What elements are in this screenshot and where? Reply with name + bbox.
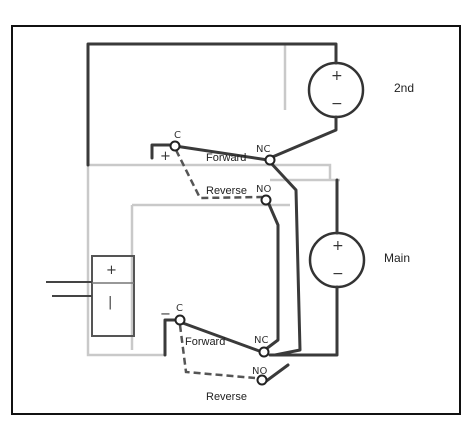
battery-minus-label: | bbox=[108, 295, 112, 310]
terminals bbox=[169, 140, 276, 386]
diagram-frame bbox=[11, 25, 461, 415]
reverse-throws bbox=[174, 149, 263, 380]
terminal-top-c bbox=[169, 140, 181, 152]
terminal-bottom-no bbox=[256, 374, 268, 386]
terminal-top-no bbox=[260, 194, 272, 206]
motor-second-minus: − bbox=[331, 96, 343, 112]
switch-bottom-reverse-label: Reverse bbox=[206, 391, 247, 403]
motor-main-minus: − bbox=[332, 266, 344, 282]
battery-plus-label: + bbox=[106, 263, 117, 278]
motor-main: + − Main bbox=[308, 231, 410, 289]
battery: + | bbox=[46, 255, 135, 337]
switch-bottom-nc-label: NC bbox=[254, 335, 268, 346]
wire-bottom-no bbox=[263, 363, 290, 384]
wire-top-nc-down bbox=[268, 160, 302, 357]
motor-second-label: 2nd bbox=[394, 81, 414, 95]
wire-top-forward-lever bbox=[173, 144, 270, 162]
wires bbox=[86, 42, 339, 384]
switch-top-common-label: C bbox=[174, 130, 181, 141]
switch-bottom: − C NC NO Forward Reverse bbox=[160, 303, 268, 403]
motor-second-plus: + bbox=[331, 68, 343, 84]
wire-bottom-common-stub bbox=[163, 318, 180, 357]
switch-top-forward-label: Forward bbox=[206, 152, 246, 164]
wire-bottom-forward-lever bbox=[178, 320, 264, 354]
wire-second-plus bbox=[86, 42, 338, 167]
bottom-reverse-dash bbox=[178, 324, 256, 380]
switch-top: + C NC NO Forward Reverse bbox=[160, 130, 271, 197]
switch-top-reverse-label: Reverse bbox=[206, 185, 247, 197]
motor-second: + − 2nd bbox=[307, 61, 414, 119]
wire-bottom-nc-main bbox=[268, 285, 339, 357]
wire-second-minus bbox=[268, 115, 338, 160]
motor-main-plus: + bbox=[332, 238, 344, 254]
background-traces bbox=[86, 45, 340, 357]
terminal-top-nc bbox=[264, 154, 276, 166]
switch-top-polarity: + bbox=[160, 149, 171, 164]
top-reverse-dash bbox=[174, 149, 263, 200]
switch-bottom-polarity: − bbox=[160, 307, 171, 322]
terminal-bottom-c bbox=[174, 314, 186, 326]
switch-bottom-no-label: NO bbox=[252, 366, 267, 377]
terminal-bottom-nc bbox=[258, 346, 270, 358]
switch-top-no-label: NO bbox=[256, 184, 271, 195]
wire-top-no-down bbox=[260, 200, 280, 354]
switch-bottom-common-label: C bbox=[176, 303, 183, 314]
wire-top-common-stub bbox=[150, 143, 177, 160]
switch-top-nc-label: NC bbox=[256, 144, 270, 155]
motor-main-label: Main bbox=[384, 251, 410, 265]
switch-bottom-forward-label: Forward bbox=[185, 336, 225, 348]
